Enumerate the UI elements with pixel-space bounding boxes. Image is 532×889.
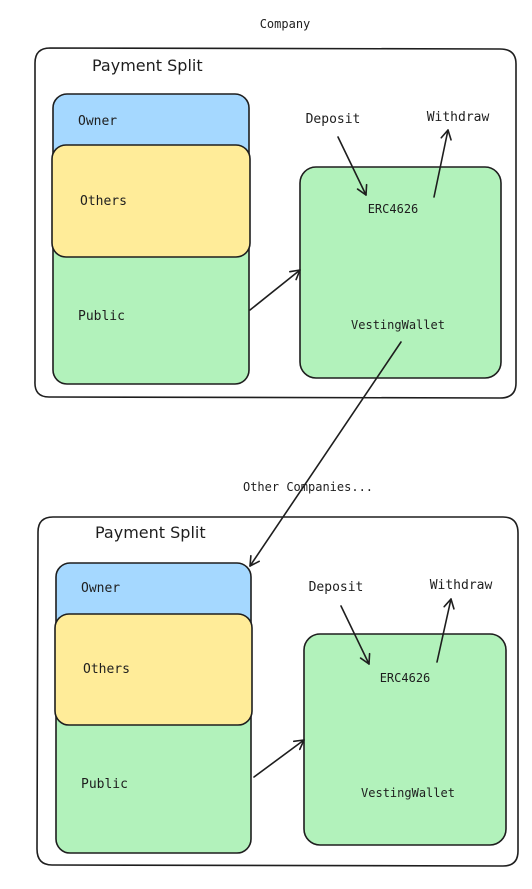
top-payment-split-title: Payment Split [92,56,203,75]
top-vesting-wallet-label: VestingWallet [351,318,445,332]
top-withdraw-arrow [433,129,452,198]
top-withdraw-label: Withdraw [427,110,490,125]
top-split-to-wallet-arrow [249,269,301,311]
top-erc4626-label: ERC4626 [368,202,419,216]
top-company-group: Payment Split Owner Others Public ERC462… [34,47,517,399]
top-deposit-label: Deposit [306,112,361,127]
bottom-withdraw-label: Withdraw [430,578,493,593]
top-public-label: Public [78,309,125,324]
top-company-frame [34,47,517,399]
bottom-company-frame [36,516,519,867]
top-deposit-arrow [337,136,368,196]
company-label: Company [260,17,311,31]
bottom-others-label: Others [83,662,130,677]
bottom-company-group: Payment Split Owner Others Public ERC462… [36,516,519,867]
bottom-erc4626-label: ERC4626 [380,671,431,685]
bottom-withdraw-arrow [436,598,455,663]
bottom-others-box [54,613,253,726]
bottom-split-to-wallet-arrow [253,739,305,778]
top-others-box [51,144,251,258]
bottom-deposit-arrow [340,605,371,665]
bottom-deposit-label: Deposit [309,580,364,595]
bottom-owner-label: Owner [81,581,120,596]
bottom-vesting-wallet-label: VestingWallet [361,786,455,800]
other-companies-label: Other Companies... [243,480,373,494]
top-others-label: Others [80,194,127,209]
bottom-payment-split-title: Payment Split [95,523,206,542]
cross-company-arrow [249,341,402,567]
top-vesting-wallet-box [299,166,502,379]
bottom-vesting-wallet-box [303,633,507,846]
bottom-public-label: Public [81,777,128,792]
top-owner-label: Owner [78,114,117,129]
